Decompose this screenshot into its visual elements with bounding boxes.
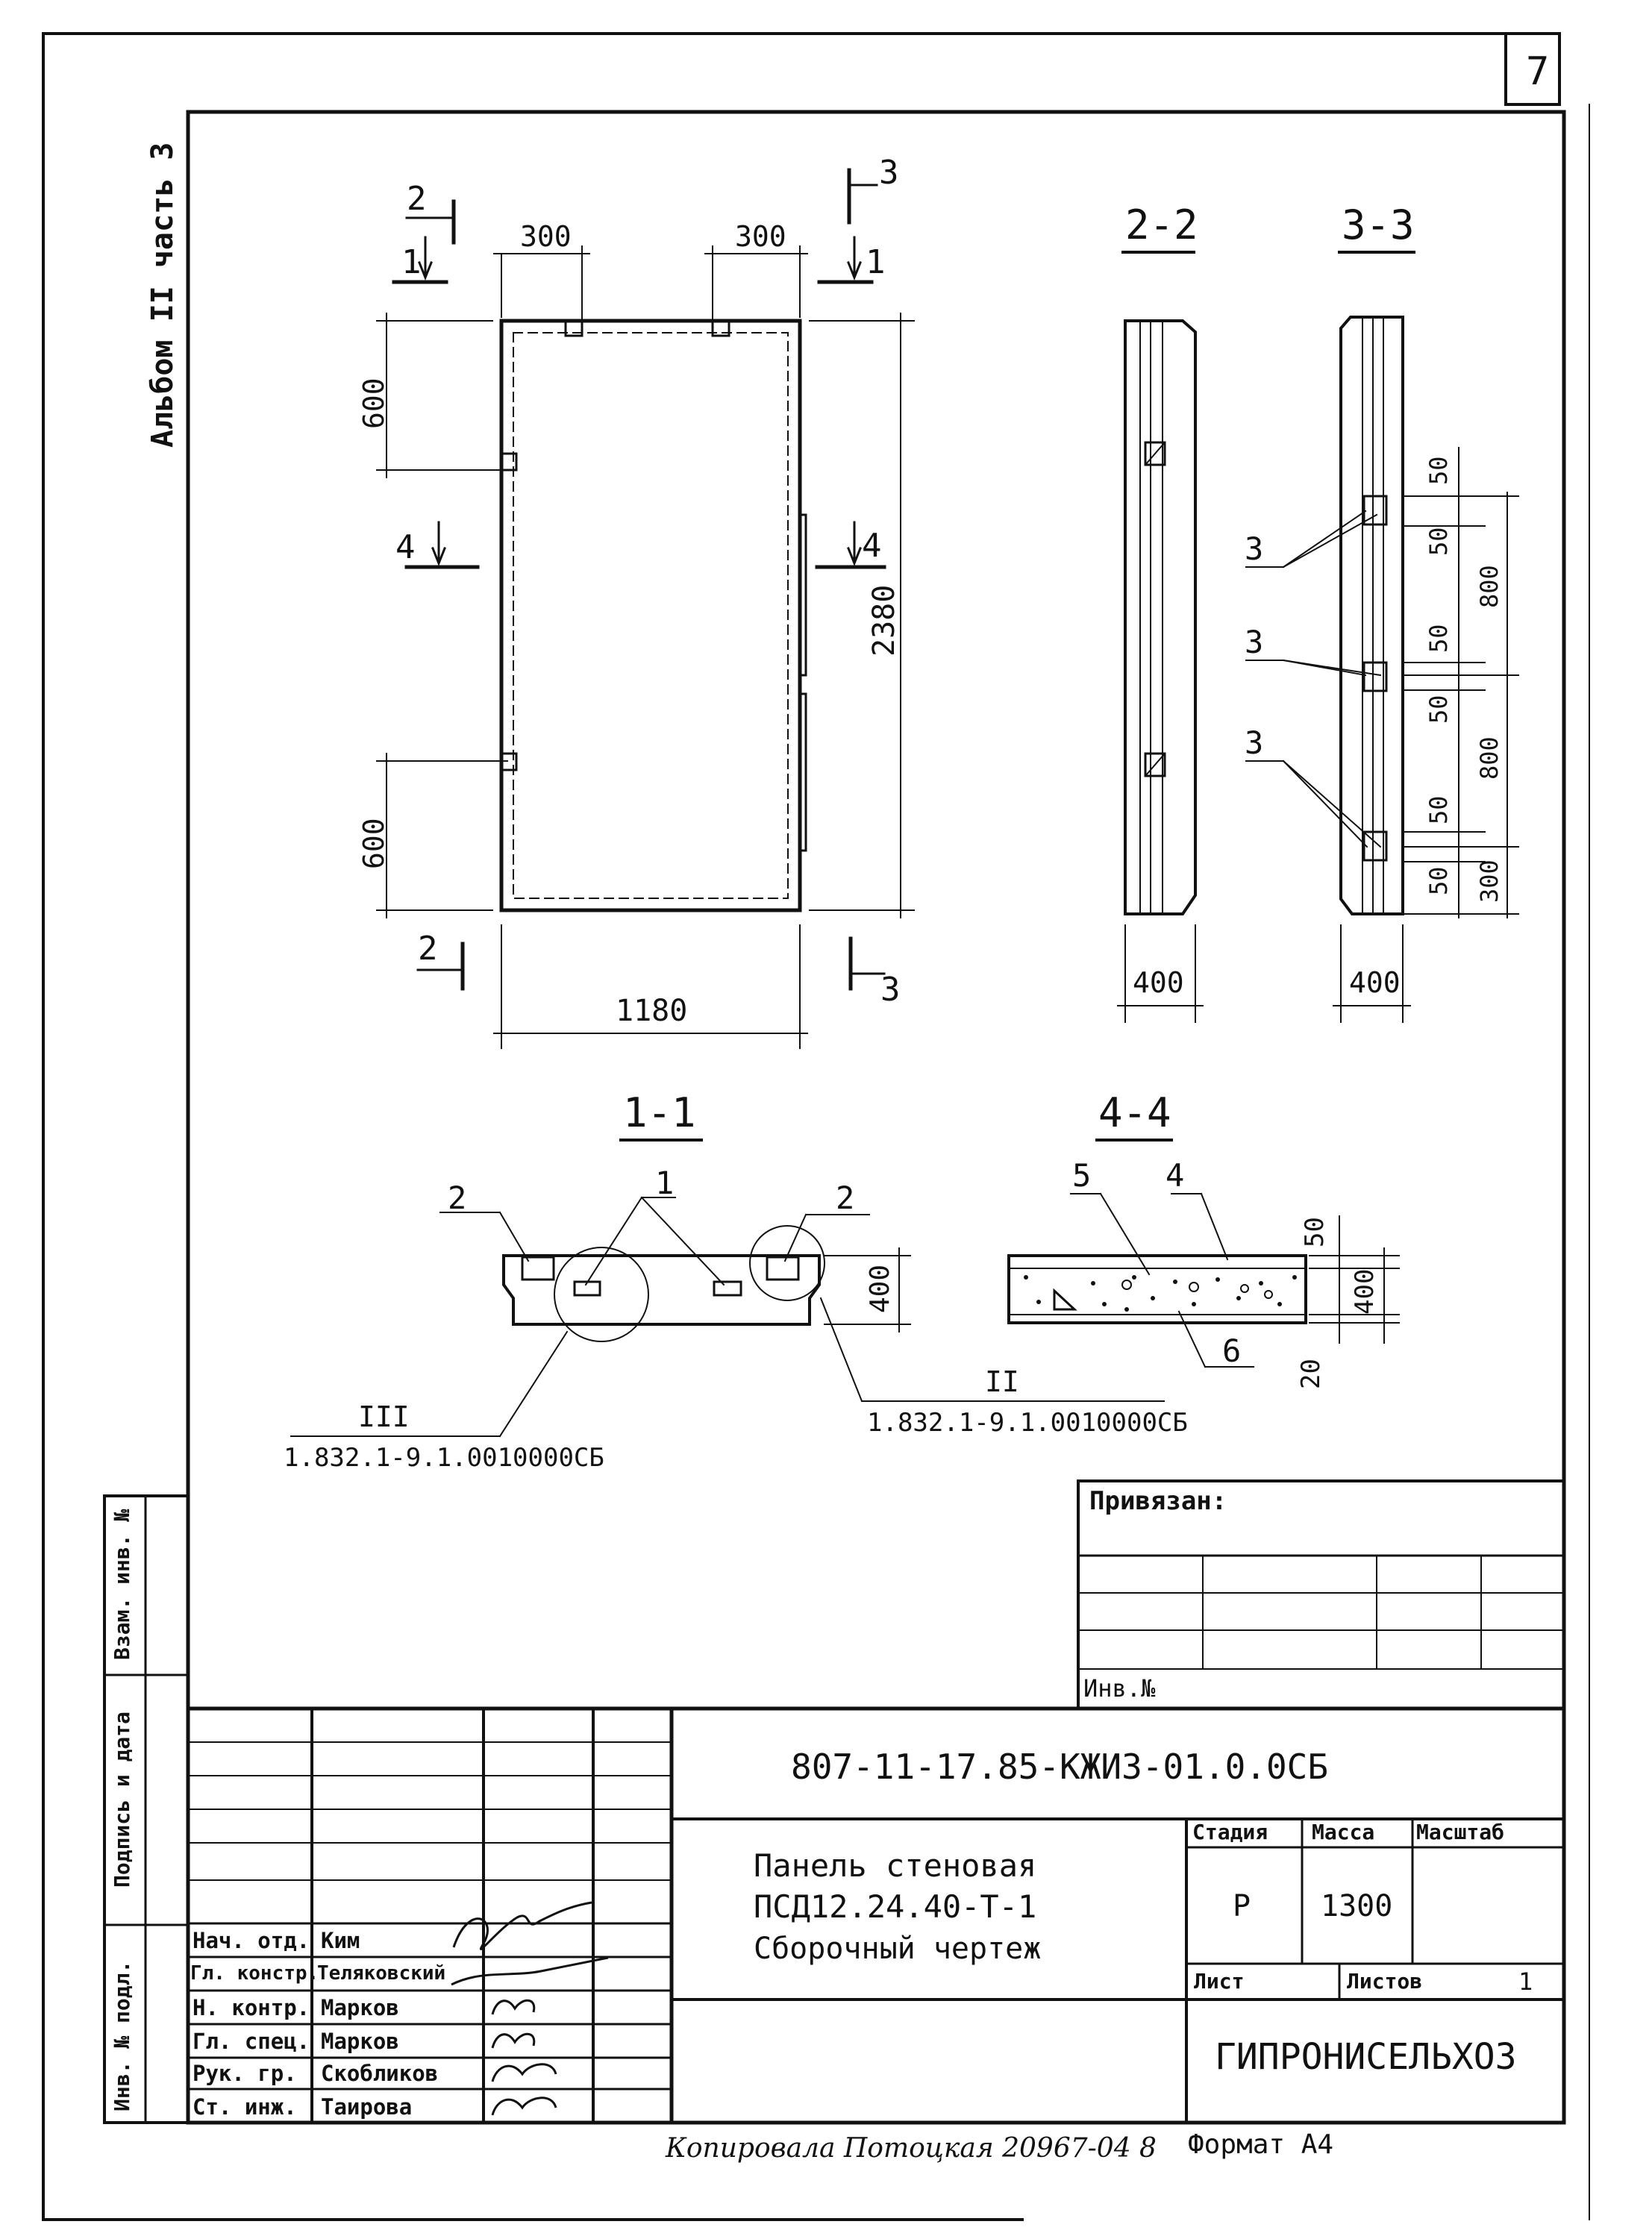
dim-800-1: 800 (1475, 565, 1504, 608)
title-line-2: ПСД12.24.40-Т-1 (754, 1888, 1037, 1925)
organization: ГИПРОНИСЕЛЬХОЗ (1215, 2036, 1517, 2078)
signature-scribbles (451, 1901, 609, 2116)
role-label: Ст. инж. (193, 2094, 297, 2120)
pos-3-a: 3 (1245, 530, 1264, 567)
cut-mark-3-top: 3 (879, 154, 899, 192)
dim-50-4-4: 50 (1300, 1217, 1330, 1247)
stage-header: Стадия (1192, 1820, 1268, 1844)
pos-3-b: 3 (1245, 624, 1264, 660)
role-name: Марков (321, 1995, 399, 2020)
role-label: Нач. отд. (193, 1928, 310, 1953)
role-label: Н. контр. (193, 1995, 310, 2020)
section-title-1-1: 1-1 (623, 1089, 696, 1136)
side-stamp-inv-podl: Инв. № подл. (110, 1960, 134, 2111)
dim-side-bottom: 600 (357, 818, 390, 869)
dim-height: 2380 (867, 584, 901, 657)
cut-mark-2-bottom: 2 (418, 930, 438, 968)
role-name: Марков (321, 2029, 399, 2054)
node-right-label: II (985, 1365, 1019, 1398)
dim-top-left: 300 (520, 220, 572, 253)
cut-mark-3-bottom: 3 (880, 971, 901, 1009)
dim-50-4: 50 (1424, 695, 1453, 724)
dim-20-4-4: 20 (1296, 1359, 1326, 1389)
dim-side-top: 600 (357, 378, 390, 429)
section-title-4-4: 4-4 (1098, 1089, 1171, 1136)
dim-50-1: 50 (1424, 456, 1453, 485)
cut-mark-4-right: 4 (862, 527, 882, 565)
title-line-1: Панель стеновая (754, 1847, 1037, 1884)
dim-3-3-thickness: 400 (1349, 966, 1401, 999)
pos-1: 1 (655, 1165, 675, 1201)
dim-300: 300 (1475, 859, 1504, 903)
cut-mark-1-right: 1 (866, 243, 886, 281)
section-title-3-3: 3-3 (1342, 201, 1415, 248)
side-stamp-vzam: Взам. инв. № (110, 1509, 134, 1660)
role-name: Теляковский (317, 1962, 446, 1985)
dim-400-4-4: 400 (1350, 1268, 1380, 1315)
cut-mark-4-left: 4 (395, 528, 416, 566)
page-number: 7 (1526, 49, 1550, 94)
dim-2-2-thickness: 400 (1133, 966, 1184, 999)
sheet-label: Лист (1194, 1969, 1245, 1994)
dim-50-6: 50 (1424, 866, 1453, 895)
section-title-2-2: 2-2 (1125, 201, 1198, 248)
doc-code: 807-11-17.85-КЖИ3-01.0.0СБ (791, 1747, 1329, 1787)
dim-top-right: 300 (735, 220, 786, 253)
pos-3-c: 3 (1245, 724, 1264, 761)
mass-value: 1300 (1321, 1889, 1393, 1923)
role-name: Ким (321, 1928, 360, 1953)
dim-800-2: 800 (1475, 736, 1504, 780)
pos-2-right: 2 (836, 1180, 855, 1216)
title-line-3: Сборочный чертеж (754, 1932, 1042, 1966)
role-label: Гл. спец. (193, 2029, 310, 2054)
node-left-ref: 1.832.1-9.1.0010000СБ (284, 1443, 604, 1473)
node-left-label: III (358, 1400, 410, 1433)
dim-50-3: 50 (1424, 624, 1453, 653)
pos-4: 4 (1166, 1157, 1185, 1194)
role-name: Таирова (321, 2094, 413, 2120)
side-stamp-podpis: Подпись и дата (110, 1711, 134, 1888)
inv-no-label: Инв.№ (1083, 1674, 1156, 1703)
stage-value: Р (1233, 1889, 1251, 1923)
cut-mark-1-left: 1 (401, 243, 422, 281)
role-label: Рук. гр. (193, 2061, 297, 2086)
role-name: Скобликов (321, 2061, 439, 2086)
pos-2-left: 2 (448, 1180, 467, 1216)
node-right-ref: 1.832.1-9.1.0010000СБ (867, 1408, 1188, 1438)
scale-header: Масштаб (1416, 1820, 1505, 1844)
mass-header: Масса (1312, 1820, 1375, 1844)
album-label: Альбом II часть 3 (146, 142, 180, 448)
cut-mark-2-top: 2 (407, 180, 427, 218)
footer-copied: Копировала Потоцкая 20967-04 8 (666, 2133, 1157, 2164)
dim-50-5: 50 (1424, 795, 1453, 824)
sheets-value: 1 (1518, 1967, 1533, 1996)
privyazan-label: Привязан: (1089, 1486, 1227, 1516)
pos-5: 5 (1072, 1157, 1092, 1194)
footer-format: Формат А4 (1188, 2129, 1334, 2160)
sheets-label: Листов (1347, 1969, 1423, 1994)
pos-6: 6 (1222, 1333, 1242, 1369)
dim-width: 1180 (616, 994, 688, 1028)
role-label: Гл. констр. (190, 1962, 319, 1985)
dim-1-1-thickness: 400 (865, 1264, 895, 1313)
dim-50-2: 50 (1424, 527, 1453, 556)
